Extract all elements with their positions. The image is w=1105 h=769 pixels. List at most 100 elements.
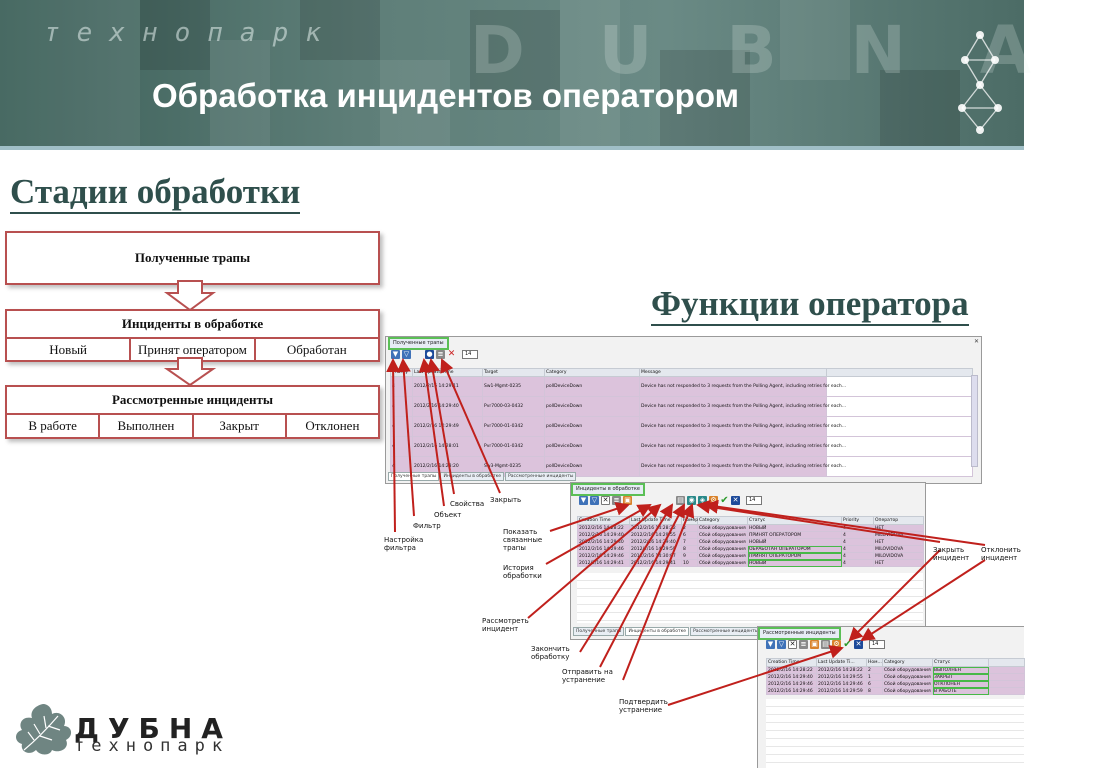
filter-icon[interactable]: ▽ [590, 496, 599, 505]
state-new: Новый [49, 342, 88, 357]
stages-title: Стадии обработки [10, 172, 301, 214]
banner-divider [0, 146, 1024, 150]
tab-reviewed-incidents[interactable]: Рассмотренные инциденты [758, 627, 841, 640]
callout-review: Рассмотреть инцидент [482, 617, 529, 633]
state-accepted: Принят оператором [129, 339, 253, 360]
reject-incident-icon[interactable]: ✕ [731, 496, 740, 505]
arrow-close-incident-2 [848, 549, 941, 642]
confirm-fix-icon[interactable]: ✔ [720, 495, 729, 506]
state-closed: Закрыт [191, 415, 285, 437]
arrow-close [440, 358, 501, 494]
callout-filter: Фильтр [413, 522, 441, 530]
page-size-select[interactable]: 14 [869, 640, 886, 649]
functions-title: Функции оператора [651, 284, 969, 326]
callout-properties: Свойства [450, 500, 485, 508]
state-in-work: В работе [28, 418, 77, 433]
reviewed-incidents-window: Рассмотренные инциденты ▼ ▽ ✕ ≡ ▣ ▤ ⚙ ✔ … [757, 626, 1025, 769]
stage-in-process-label: Инциденты в обработке [121, 316, 264, 331]
callout-confirm-fix: Подтвердить устранение [619, 698, 668, 714]
state-processed: Обработан [253, 339, 378, 360]
close-icon[interactable]: ✕ [447, 349, 456, 359]
arrow-reject-2 [860, 559, 986, 642]
stage-reviewed: Рассмотренные инциденты В работе Выполне… [5, 385, 380, 439]
header-banner: технопарк DUBNA Обработка инцидентов опе… [0, 0, 1031, 146]
close-icon[interactable]: ✕ [601, 496, 610, 505]
arrow-filter [396, 358, 415, 517]
arrow-confirm-1 [622, 503, 695, 681]
filter-settings-icon[interactable]: ▼ [579, 496, 588, 505]
page-size-select[interactable]: 14 [462, 350, 479, 359]
callout-close-incident: Закрыть инцидент [933, 546, 970, 562]
incidents-in-process-window: Инциденты в обработке ▼ ▽ ✕ ≡ ▣ ▤ ◉ ◈ ⚙ … [570, 482, 926, 640]
scrollbar[interactable] [971, 375, 978, 467]
arrow-send-fix [599, 503, 685, 668]
tab-received-traps[interactable]: Полученные трапы [388, 337, 449, 350]
callout-object: Объект [434, 511, 462, 519]
oak-leaf-logo-icon [16, 704, 72, 755]
received-bottom-tabs: Полученные трапы Инциденты в обработке Р… [388, 472, 577, 481]
arrow-close-incident-1 [696, 499, 941, 543]
empty-rows-area [766, 699, 1024, 769]
show-related-traps-icon[interactable]: ▣ [623, 496, 632, 505]
arrow-confirm-2 [667, 645, 844, 706]
flow-arrow-down-icon [163, 357, 217, 387]
in-process-bottom-tabs: Полученные трапы Инциденты в обработке Р… [573, 627, 762, 636]
page-size-select[interactable]: 14 [746, 496, 763, 505]
stage-received-label: Полученные трапы [134, 250, 251, 265]
logo-name: ДУБНА [74, 712, 232, 745]
window-close-icon[interactable]: ✕ [973, 338, 979, 345]
properties-icon[interactable]: ≡ [436, 350, 445, 359]
arrow-object [418, 358, 445, 507]
incidents-in-process-table: Creation Time Last Update Time Номер Cat… [577, 516, 924, 567]
arrow-reject-1 [704, 499, 986, 546]
properties-icon[interactable]: ≡ [799, 640, 808, 649]
show-related-traps-icon[interactable]: ▣ [810, 640, 819, 649]
close-incident-icon[interactable]: ✔ [843, 639, 852, 650]
reject-incident-icon[interactable]: ✕ [854, 640, 863, 649]
object-icon[interactable]: ● [425, 350, 434, 359]
state-rejected: Отклонен [284, 415, 378, 437]
received-traps-table: Priority Last Update Time Target Categor… [390, 368, 973, 477]
callout-show-related: Показать связанные трапы [503, 528, 543, 552]
tab-incidents-in-process[interactable]: Инциденты в обработке [440, 472, 505, 481]
arrow-properties [426, 358, 455, 495]
history-icon[interactable]: ▤ [676, 496, 685, 505]
filter-icon[interactable]: ▽ [777, 640, 786, 649]
callout-reject-incident: Отклонить инцидент [981, 546, 1021, 562]
tab-received-traps[interactable]: Полученные трапы [573, 627, 625, 636]
logo-sub: технопарк [74, 736, 230, 756]
callout-finish: Закончить обработку [531, 645, 570, 661]
banner-dubna-text: DUBNA [470, 12, 1105, 89]
filter-icon[interactable]: ▽ [402, 350, 411, 359]
close-icon[interactable]: ✕ [788, 640, 797, 649]
tab-reviewed-incidents[interactable]: Рассмотренные инциденты [505, 472, 577, 481]
send-to-fix-icon[interactable]: ⚙ [832, 640, 841, 649]
properties-icon[interactable]: ≡ [612, 496, 621, 505]
history-icon[interactable]: ▤ [821, 640, 830, 649]
callout-filter-settings: Настройка фильтра [384, 536, 424, 552]
state-done: Выполнен [98, 415, 191, 437]
tab-incidents-in-process[interactable]: Инциденты в обработке [625, 627, 690, 636]
callout-send-fix: Отправить на устранение [562, 668, 613, 684]
review-incident-icon[interactable]: ◉ [687, 496, 696, 505]
arrow-show-related [549, 502, 630, 532]
filter-settings-icon[interactable]: ▼ [391, 350, 400, 359]
callout-close: Закрыть [490, 496, 522, 504]
page-title: Обработка инцидентов оператором [152, 77, 739, 114]
flow-arrow-down-icon [163, 280, 217, 312]
callout-arrows [386, 358, 986, 706]
network-decoration-icon [958, 31, 1002, 134]
callout-history: История обработки [503, 564, 542, 580]
arrow-history [545, 504, 652, 565]
arrow-filter-settings [386, 358, 401, 533]
filter-settings-icon[interactable]: ▼ [766, 640, 775, 649]
tab-incidents-in-process[interactable]: Инциденты в обработке [571, 483, 645, 496]
